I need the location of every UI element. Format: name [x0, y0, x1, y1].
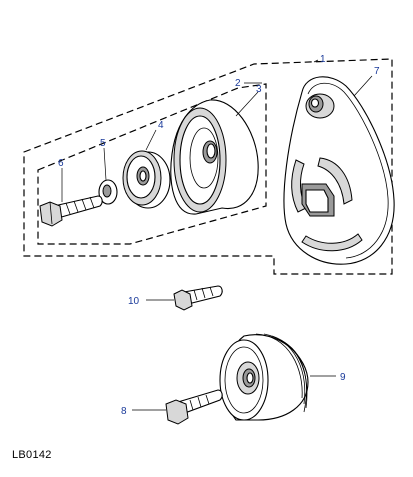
- pulley-bolt: [39, 195, 103, 227]
- assembly-boundary-outer: [23, 58, 393, 275]
- callout-5: 5: [100, 138, 106, 149]
- idler-pulley: [170, 99, 259, 215]
- tensioner-bracket: [283, 76, 395, 265]
- leader-lines: [61, 59, 373, 411]
- grooved-pulley: [219, 333, 309, 421]
- diagram-reference-code: LB0142: [12, 449, 52, 461]
- bracket-bolt: [173, 285, 223, 311]
- assembly-boundary-inner: [37, 83, 267, 245]
- pulley-spacer: [122, 150, 171, 209]
- flat-washer: [98, 179, 118, 205]
- callout-4: 4: [158, 120, 164, 131]
- callout-7: 7: [374, 66, 380, 77]
- callout-8: 8: [121, 406, 127, 417]
- callout-2: 2: [235, 78, 241, 89]
- callout-labels: 1 2 3 4 5 6 7 8 9 10: [58, 54, 380, 417]
- callout-10: 10: [128, 296, 140, 307]
- callout-1: 1: [320, 54, 326, 65]
- callout-3: 3: [256, 84, 262, 95]
- callout-9: 9: [340, 372, 346, 383]
- callout-6: 6: [58, 158, 64, 169]
- pulley-bolt-lower: [165, 389, 223, 425]
